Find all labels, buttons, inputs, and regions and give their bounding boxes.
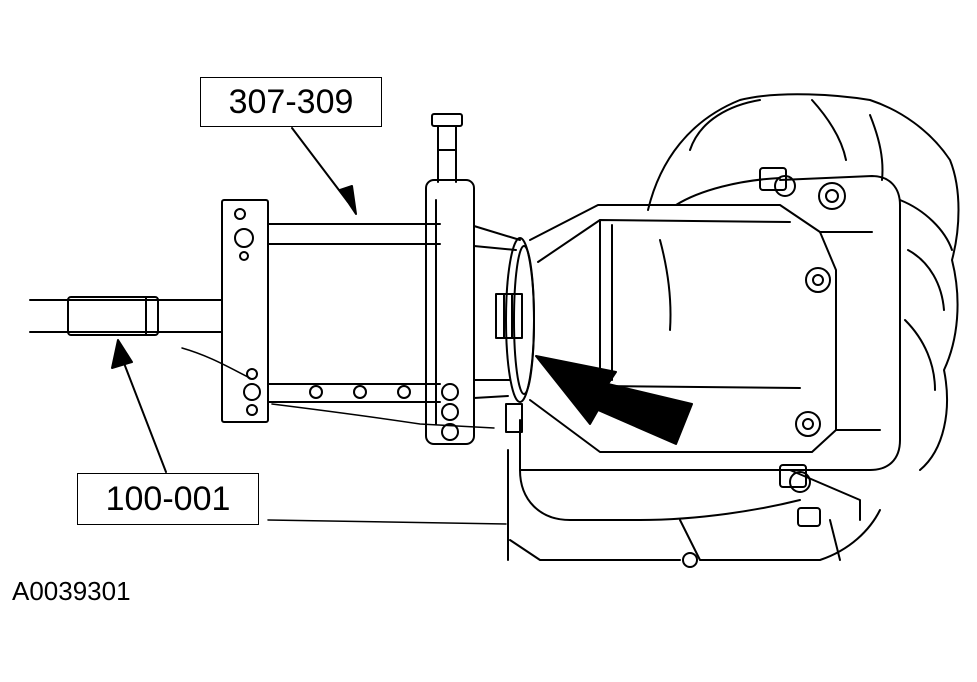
- bolt: [818, 182, 846, 210]
- bolt: [682, 552, 698, 568]
- pointer-arrowhead: [111, 339, 133, 369]
- bolt: [759, 167, 796, 197]
- leader-lines: [181, 347, 507, 525]
- callout-tool-307-309: 307-309: [200, 77, 382, 127]
- puller-tool: [221, 113, 521, 445]
- direction-arrow: [535, 355, 693, 445]
- transmission-housing: [507, 93, 960, 561]
- callout-pointers: [111, 127, 357, 473]
- callout-tool-100-001: 100-001: [77, 473, 259, 525]
- pointer-arrowhead: [339, 185, 357, 215]
- bolt: [797, 507, 821, 527]
- bolt: [779, 464, 811, 493]
- bolt: [795, 411, 821, 437]
- flange-bolts: [682, 167, 846, 568]
- figure-id: A0039301: [12, 576, 131, 606]
- output-shaft-seal: [495, 237, 535, 433]
- slide-hammer: [29, 296, 223, 336]
- bolt: [805, 267, 831, 293]
